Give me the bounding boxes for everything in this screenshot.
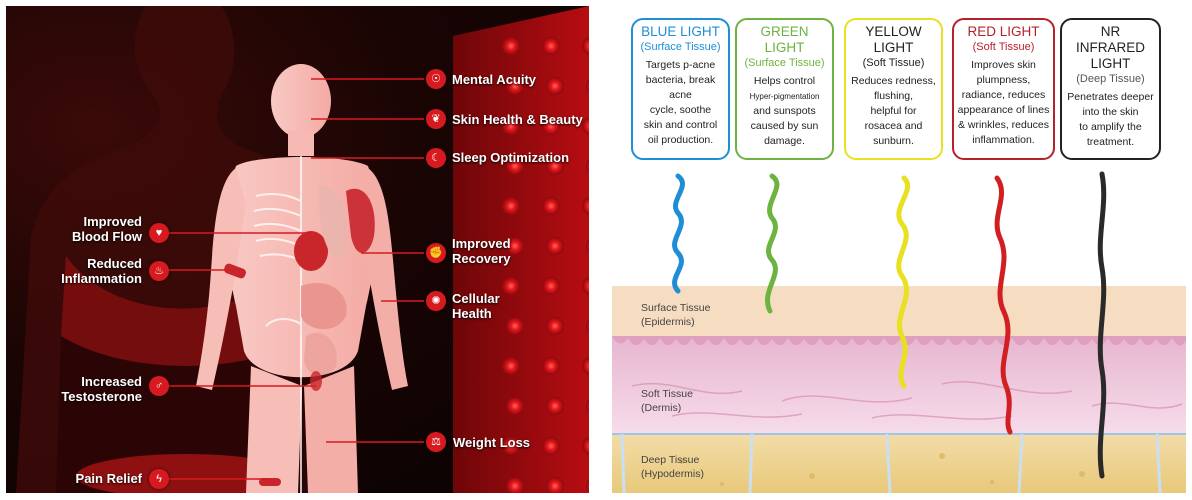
led-dot [546, 157, 564, 175]
skin-penetration-panel: BLUE LIGHT (Surface Tissue) Targets p-ac… [612, 6, 1186, 493]
label-improved-blood-flow: Improved Blood Flow [71, 214, 142, 244]
card-title: BLUE LIGHT [641, 24, 720, 39]
brain-icon: ☉ [426, 69, 446, 89]
led-dot [506, 77, 524, 95]
card-subtitle: (Surface Tissue) [744, 57, 825, 69]
card-title: YELLOW LIGHT [865, 24, 922, 55]
lightning-icon: ϟ [149, 469, 169, 489]
led-dot [506, 317, 524, 335]
led-dot [586, 79, 589, 93]
label-skin-health: Skin Health & Beauty [452, 112, 583, 127]
card-subtitle: (Soft Tissue) [972, 41, 1035, 53]
hypodermis-layer [612, 434, 1186, 493]
led-dot [546, 237, 564, 255]
scale-icon: ⚖ [426, 432, 446, 452]
card-title-line-2: LIGHT [1090, 56, 1131, 71]
led-dot [506, 477, 524, 493]
led-dot [586, 399, 589, 413]
yellow-light-card: YELLOW LIGHT (Soft Tissue) Reduces redne… [844, 18, 943, 160]
led-dot [586, 319, 589, 333]
led-dot [542, 277, 560, 295]
green-light-wave [765, 173, 780, 314]
label-increased-testosterone: Increased Testosterone [61, 374, 142, 404]
led-dot [502, 277, 520, 295]
led-dot [546, 397, 564, 415]
label-weight-loss: Weight Loss [453, 435, 531, 450]
led-dot [506, 237, 524, 255]
dermis-layer [612, 336, 1186, 434]
led-dot [582, 197, 589, 215]
label-improved-recovery: Improved Recovery [452, 236, 511, 266]
infrared-light-wave [1097, 171, 1107, 479]
card-subtitle: (Deep Tissue) [1076, 73, 1145, 85]
led-dot [546, 477, 564, 493]
male-symbol-icon: ♂ [149, 376, 169, 396]
connector-lines [168, 78, 424, 480]
cell-icon: ✺ [426, 291, 446, 311]
led-dot [506, 397, 524, 415]
led-dot [502, 37, 520, 55]
card-subtitle: (Soft Tissue) [862, 57, 925, 69]
card-title: NR INFRARED [1075, 24, 1145, 55]
led-dot [586, 479, 589, 493]
led-dot [582, 37, 589, 55]
led-dot [542, 357, 560, 375]
led-dot [542, 117, 560, 135]
led-dot [582, 117, 589, 135]
led-dot [582, 357, 589, 375]
muscle-icon: ✊ [426, 243, 446, 263]
red-light-panel [453, 6, 589, 493]
blue-light-wave [672, 173, 685, 294]
human-figure [196, 64, 408, 493]
led-dot [582, 277, 589, 295]
benefits-illustration [16, 6, 589, 493]
led-dot [502, 117, 520, 135]
heart-icon: ♥ [149, 223, 169, 243]
label-pain-relief: Pain Relief [75, 471, 142, 486]
skin-layers-illustration [612, 171, 1186, 493]
leaf-icon: ❦ [426, 109, 446, 129]
layer-label-dermis: Soft Tissue(Dermis) [641, 388, 693, 414]
led-dot [586, 159, 589, 173]
led-dot [546, 317, 564, 335]
label-mental-acuity: Mental Acuity [452, 72, 537, 87]
card-subtitle: (Surface Tissue) [640, 41, 721, 53]
label-sleep-optimization: Sleep Optimization [452, 150, 570, 165]
infrared-light-card: NR INFRARED LIGHT (Deep Tissue) Penetrat… [1060, 18, 1161, 160]
green-light-card: GREEN LIGHT (Surface Tissue) Helps contr… [735, 18, 834, 160]
led-dot [502, 197, 520, 215]
led-dot [586, 239, 589, 253]
led-dot [542, 37, 560, 55]
led-dot [542, 437, 560, 455]
led-dot [502, 437, 520, 455]
benefits-panel: ☉ Mental Acuity ❦ Skin Health & Beauty ☾… [6, 6, 589, 493]
led-dot [542, 197, 560, 215]
led-dot [506, 157, 524, 175]
label-reduced-inflammation: Reduced Inflammation [61, 256, 142, 286]
moon-icon: ☾ [426, 148, 446, 168]
led-dot [582, 437, 589, 455]
blue-light-card: BLUE LIGHT (Surface Tissue) Targets p-ac… [631, 18, 730, 160]
led-dot [546, 77, 564, 95]
card-title: RED LIGHT [967, 24, 1040, 39]
card-title: GREEN LIGHT [760, 24, 809, 55]
led-dot [502, 357, 520, 375]
red-light-wave [994, 175, 1013, 435]
label-cellular-health: Cellular Health [452, 291, 500, 321]
flame-icon: ♨ [149, 261, 169, 281]
yellow-light-wave [896, 175, 911, 389]
layer-label-epidermis: Surface Tissue(Epidermis) [641, 302, 711, 328]
layer-label-hypodermis: Deep Tissue(Hypodermis) [641, 454, 705, 480]
